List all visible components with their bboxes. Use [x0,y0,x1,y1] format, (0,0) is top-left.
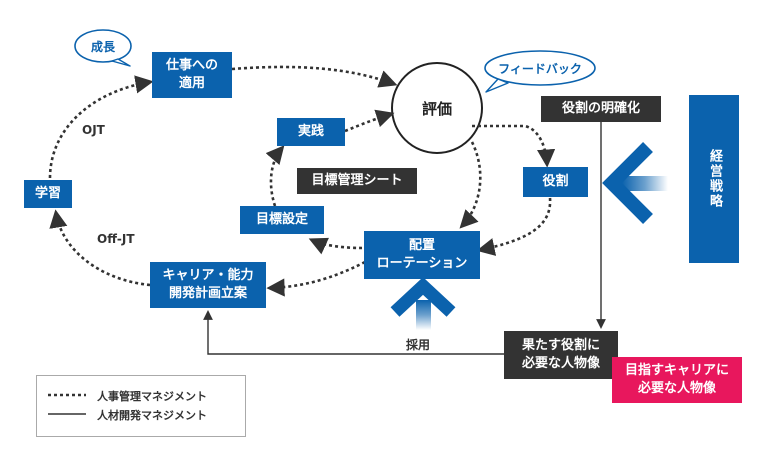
legend-dotted-label: 人事管理マネジメント [97,390,207,403]
placement-to-goal-arrow [308,237,363,255]
feedback-bubble [484,50,596,86]
required-person-node: 果たす役割に 必要な人物像 [504,331,618,379]
role-to-placement-arrow [476,197,552,256]
management-strategy-node: 経営戦略 [689,95,739,263]
role-node: 役割 [523,167,588,197]
person-to-career-line [203,310,504,355]
work-to-eval-arrow [231,65,398,88]
strategy-arrow [602,142,668,224]
career-plan-node: キャリア・能力 開発計画立案 [150,262,266,308]
placement-to-career-arrow [266,260,366,297]
goal-to-practice-arrow [265,145,285,207]
growth-bubble [74,29,132,63]
growth-label: 成長 [90,40,115,54]
off-jt-label: Off-JT [97,232,135,246]
ojt-label: OJT [82,123,105,137]
career-person-node: 目指すキャリアに 必要な人物像 [612,357,742,403]
work-apply-node: 仕事への 適用 [152,52,232,98]
feedback-label: フィードバック [498,62,582,76]
learning-node: 学習 [24,180,72,208]
goal-setting-node: 目標設定 [240,206,324,234]
legend: 人事管理マネジメント 人材開発マネジメント [36,375,246,437]
evaluation-circle [391,62,483,154]
placement-node: 配置 ローテーション [364,231,480,279]
eval-to-placement-arrow [459,141,482,229]
practice-to-eval-arrow [344,109,395,133]
eval-to-role-arrow [472,124,556,168]
career-to-learning-arrow [49,209,151,287]
goal-sheet-node: 目標管理シート [297,168,417,194]
practice-node: 実践 [277,118,345,146]
recruit-label: 採用 [406,338,431,352]
recruit-arrow [390,277,456,330]
role-clarify-node: 役割の明確化 [541,96,661,122]
legend-solid-label: 人材開発マネジメント [97,409,207,422]
evaluation-node: 評価 [421,99,452,118]
